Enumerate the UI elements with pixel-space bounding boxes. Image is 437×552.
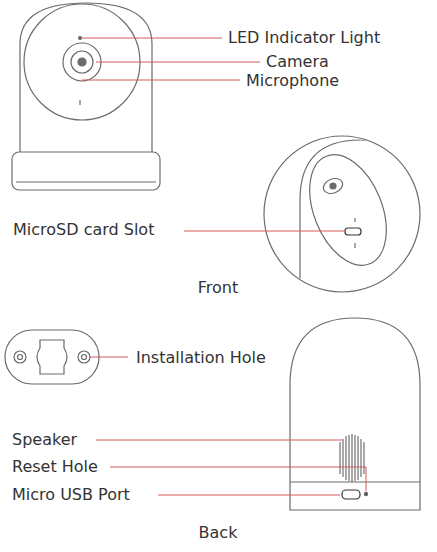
part-label: Reset Hole bbox=[12, 457, 98, 476]
back-body bbox=[290, 318, 420, 510]
part-label: Camera bbox=[266, 52, 329, 71]
grille-slot bbox=[364, 442, 365, 474]
mic-mark bbox=[79, 100, 80, 105]
lens-ring bbox=[63, 43, 101, 81]
leader-lines bbox=[82, 38, 366, 495]
speaker-grille bbox=[340, 434, 364, 482]
usb-port bbox=[342, 490, 360, 499]
grille-slot bbox=[352, 434, 353, 482]
grille-slot bbox=[343, 439, 344, 477]
mount-plate bbox=[5, 330, 99, 384]
part-label: Micro USB Port bbox=[12, 485, 130, 504]
part-label: Speaker bbox=[12, 430, 77, 449]
grille-slot bbox=[361, 439, 362, 477]
view-caption: Front bbox=[198, 278, 238, 297]
part-label: Installation Hole bbox=[136, 348, 266, 367]
detail-circle bbox=[264, 136, 420, 292]
part-label: LED Indicator Light bbox=[228, 28, 380, 47]
led-dot bbox=[79, 37, 82, 40]
view-caption: Back bbox=[199, 523, 238, 542]
grille-slot bbox=[349, 435, 350, 481]
grille-slot bbox=[340, 442, 341, 474]
grille-slot bbox=[355, 435, 356, 481]
camera-base bbox=[12, 152, 160, 190]
grille-slot bbox=[358, 436, 359, 480]
grille-slot bbox=[346, 436, 347, 480]
camera-body bbox=[20, 3, 152, 152]
camera-head bbox=[295, 143, 402, 276]
keyhole bbox=[37, 340, 67, 374]
part-label: MicroSD card Slot bbox=[13, 220, 154, 239]
reset-hole bbox=[364, 492, 367, 495]
microsd-slot bbox=[345, 228, 361, 235]
part-label: Microphone bbox=[246, 71, 339, 90]
